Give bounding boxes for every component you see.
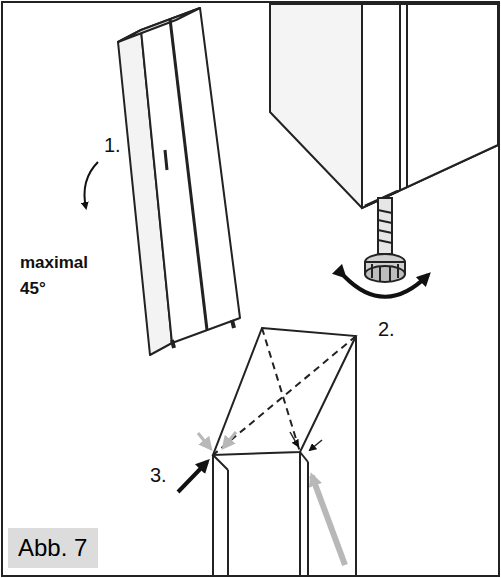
step-number: 3. xyxy=(150,464,167,487)
rotate-arrow xyxy=(344,275,428,297)
step-number: 1. xyxy=(104,134,121,157)
press-arrow xyxy=(290,432,298,446)
press-arrow xyxy=(310,440,322,450)
corner-protector xyxy=(213,328,356,576)
step-number: 2. xyxy=(378,318,395,341)
tilted-fridge xyxy=(118,8,240,355)
adjustable-foot xyxy=(365,198,405,282)
figure-label-box: Abb. 7 xyxy=(8,528,98,568)
fridge-corner xyxy=(270,4,498,208)
press-arrow xyxy=(312,476,345,565)
press-arrow xyxy=(178,462,207,492)
press-arrow xyxy=(224,432,236,447)
tilt-arrow xyxy=(85,162,99,208)
figure-label: Abb. 7 xyxy=(18,534,88,562)
angle-note: maximal 45° xyxy=(20,250,92,301)
press-arrow xyxy=(198,433,210,448)
